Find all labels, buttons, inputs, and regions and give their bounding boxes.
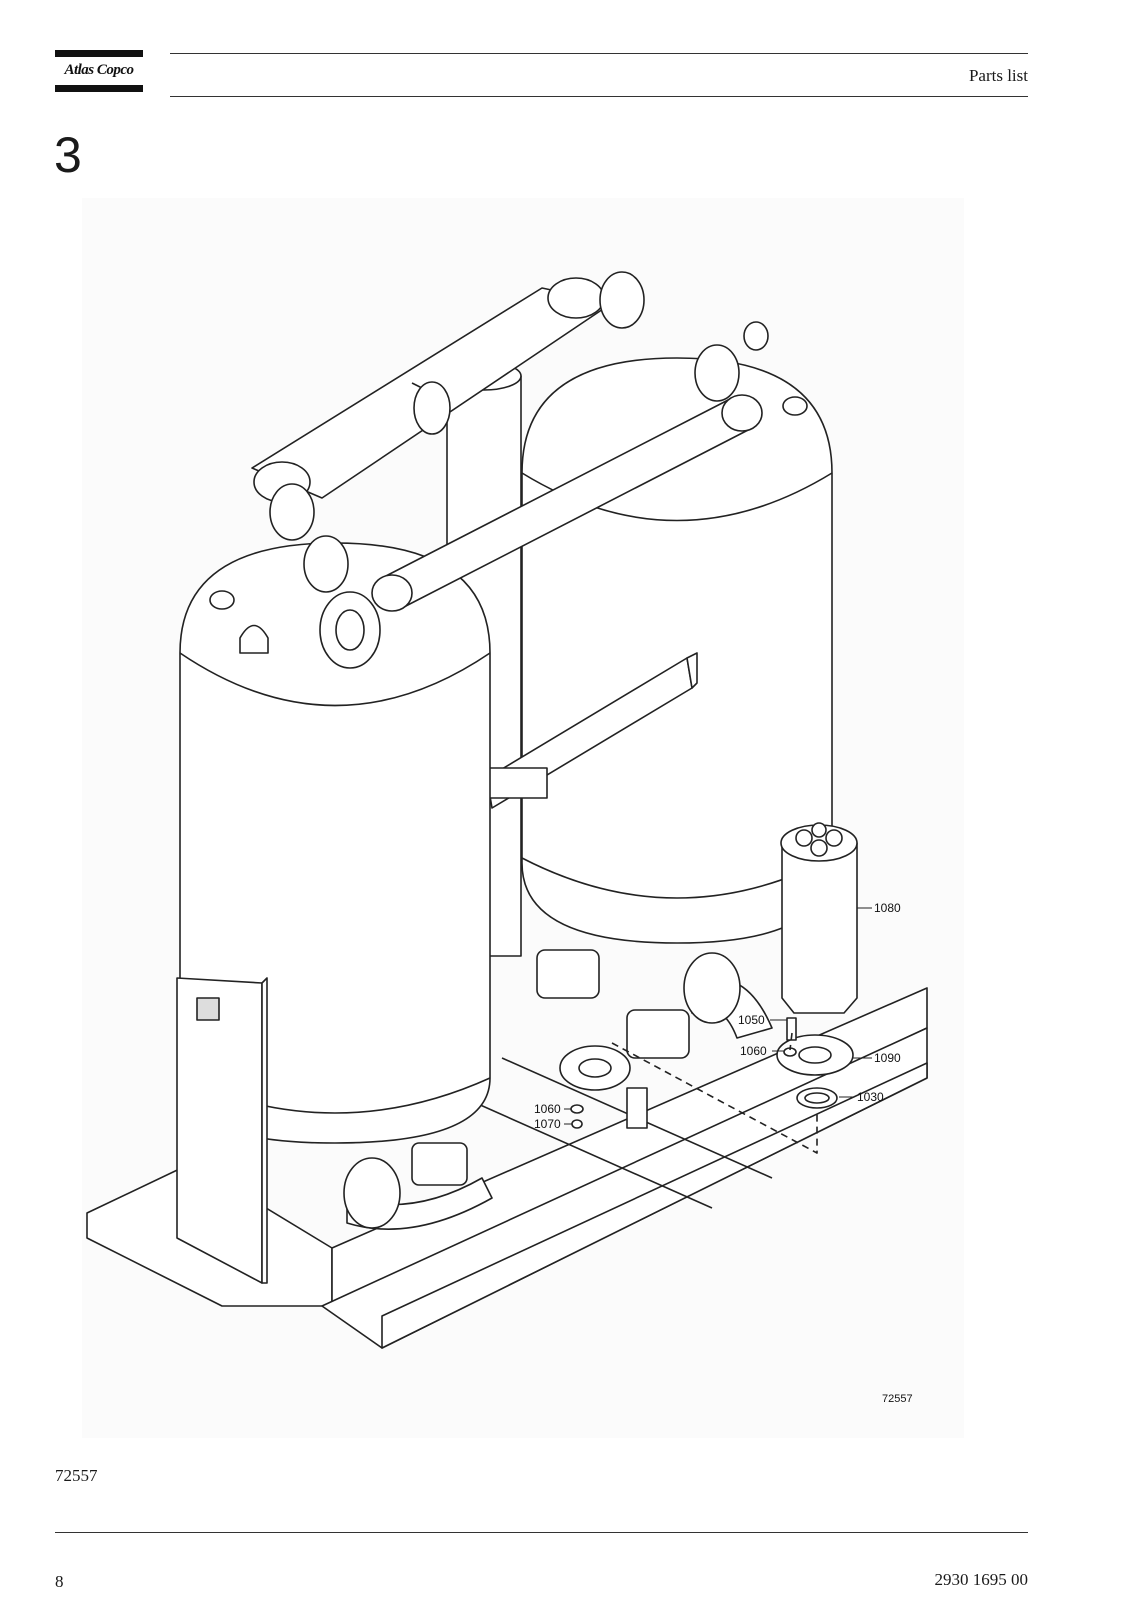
logo-bar-bottom [55, 85, 143, 92]
callout-1090: 1090 [874, 1051, 901, 1065]
drawing-inner-id: 72557 [882, 1393, 913, 1405]
section-number: 3 [54, 127, 82, 183]
footer-rule [55, 1532, 1028, 1533]
cross-brace [486, 652, 698, 809]
header-rule-bottom [170, 96, 1028, 97]
bottom-valves [343, 949, 773, 1230]
base-frame [86, 987, 928, 1349]
figure-caption: 72557 [55, 1466, 98, 1485]
header-title: Parts list [968, 66, 1028, 85]
parts-drawing: 1080 1050 1060 1090 1030 1060 1070 72557 [82, 198, 964, 1438]
filter-element [780, 822, 858, 1014]
callout-1070: 1070 [534, 1117, 561, 1131]
support-leg [176, 977, 268, 1284]
logo-text: Atlas Copco [64, 62, 134, 78]
atlas-copco-logo: Atlas Copco [55, 50, 143, 92]
callout-1080: 1080 [874, 901, 901, 915]
callout-1060a: 1060 [740, 1044, 767, 1058]
front-top-pipe [269, 271, 769, 669]
document-number: 2930 1695 00 [934, 1570, 1029, 1589]
parts-drawing-svg: 1080 1050 1060 1090 1030 1060 1070 72557 [82, 198, 964, 1438]
callout-1050: 1050 [738, 1013, 765, 1027]
assembly-lines [611, 1032, 818, 1154]
callout-1060b: 1060 [534, 1102, 561, 1116]
page-number: 8 [55, 1572, 64, 1591]
logo-bar-top [55, 50, 143, 57]
callout-1030: 1030 [857, 1090, 884, 1104]
header-rule-top [170, 53, 1028, 54]
leader-lines [564, 907, 872, 1125]
small-parts [570, 1017, 854, 1129]
